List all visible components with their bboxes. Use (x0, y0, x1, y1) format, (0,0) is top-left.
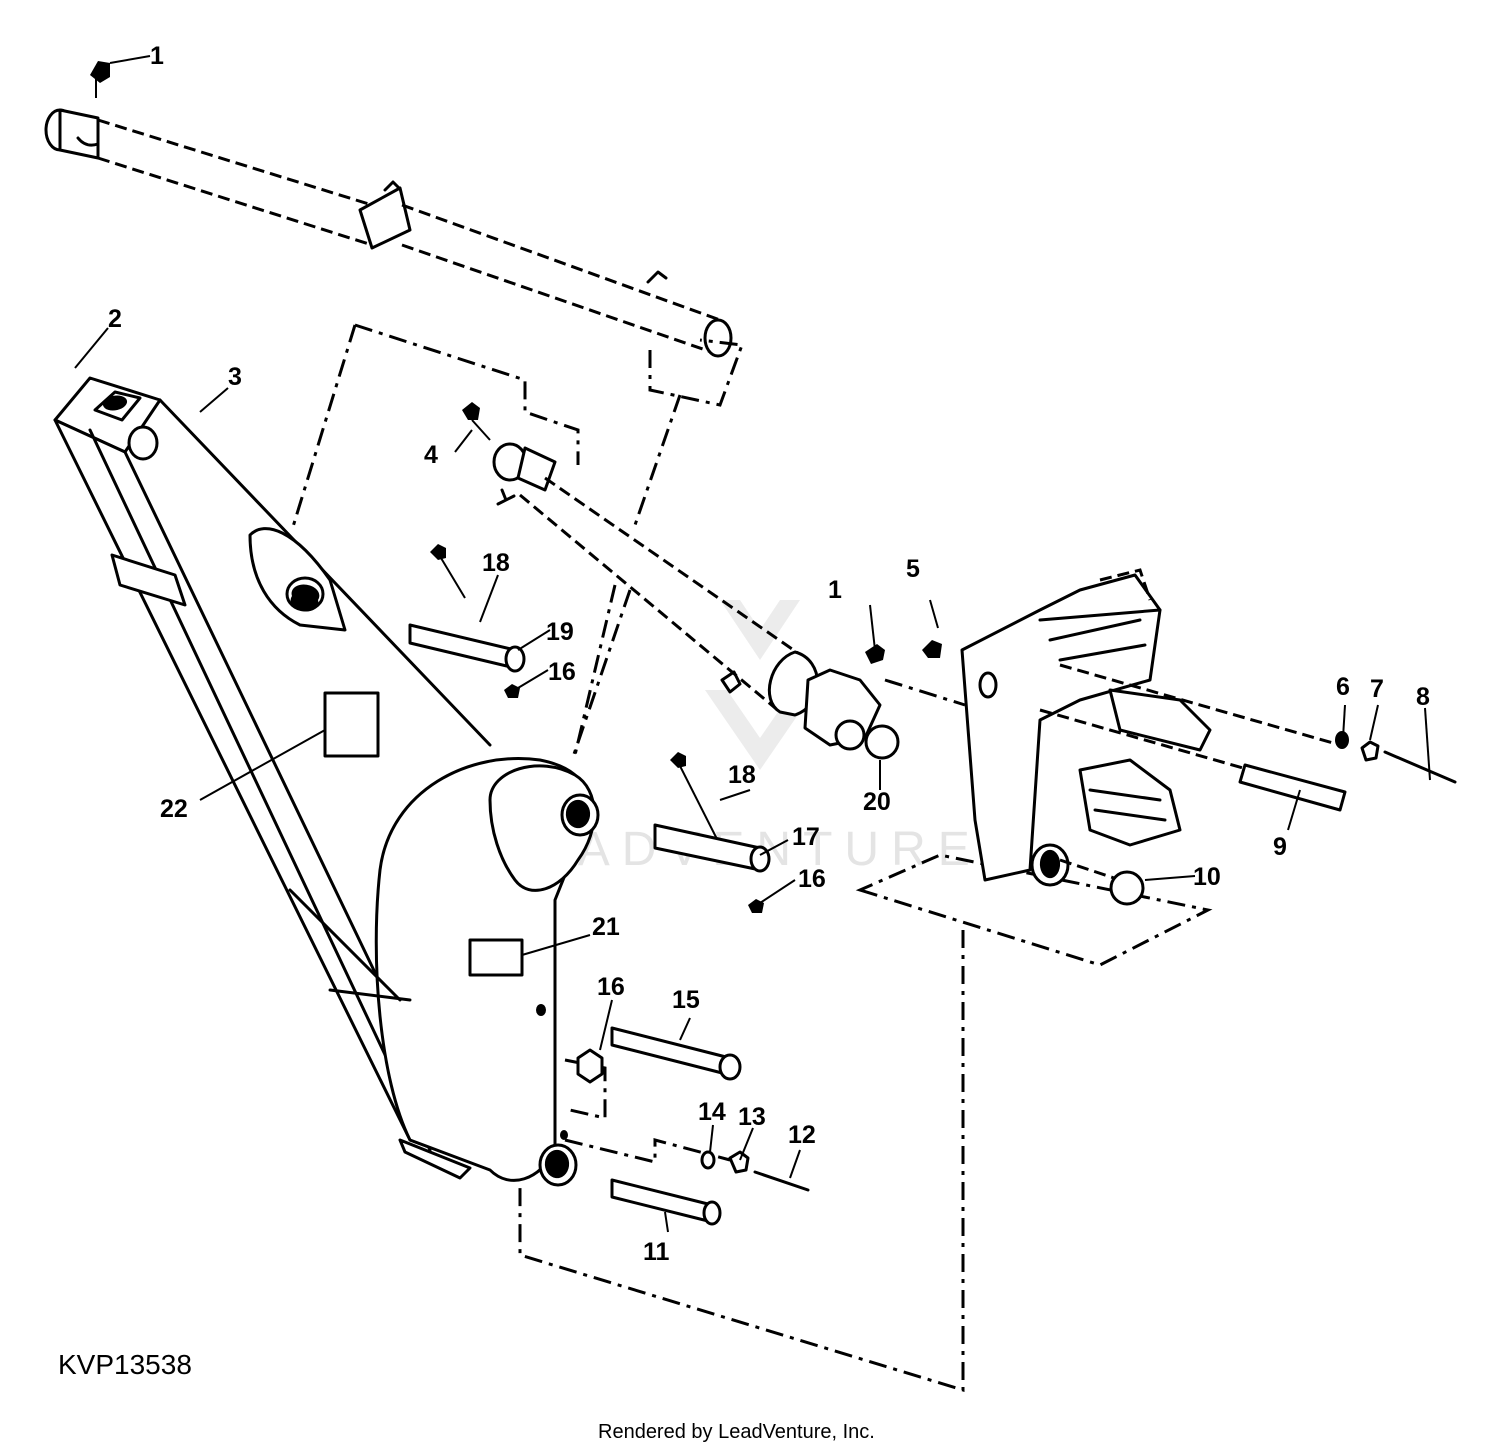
crowd-cylinder (462, 402, 900, 760)
callout-18-lower: 18 (728, 761, 756, 789)
callout-21: 21 (592, 913, 620, 941)
callout-3: 3 (228, 363, 242, 391)
callout-9: 9 (1273, 833, 1287, 861)
callout-labels: 1 1 2 3 4 5 6 7 8 9 10 11 12 13 14 15 16… (108, 42, 1430, 1266)
callout-11: 11 (643, 1238, 670, 1266)
assembly-leader-lines (290, 323, 1213, 1393)
credit-text: Rendered by LeadVenture, Inc. (598, 1421, 875, 1443)
callout-17: 17 (792, 823, 820, 851)
callout-6: 6 (1336, 673, 1350, 701)
callout-12: 12 (788, 1121, 816, 1149)
callout-20: 20 (863, 788, 891, 816)
callout-15: 15 (672, 986, 700, 1014)
callout-16-lower: 16 (597, 973, 625, 1001)
callout-13: 13 (738, 1103, 766, 1131)
boom-arm (53, 376, 600, 1187)
callout-7: 7 (1370, 675, 1384, 703)
callout-10: 10 (1193, 863, 1221, 891)
callout-14: 14 (698, 1098, 726, 1126)
callout-leaders (74, 55, 1431, 1233)
callout-16-middle: 16 (798, 865, 826, 893)
callout-19: 19 (546, 618, 574, 646)
callout-5: 5 (906, 555, 920, 583)
callout-2: 2 (108, 305, 122, 333)
callout-18-upper: 18 (482, 549, 510, 577)
boom-cylinder (44, 61, 733, 358)
figure-id: KVP13538 (58, 1349, 192, 1380)
callout-4: 4 (424, 441, 438, 469)
callout-1-mid: 1 (828, 576, 842, 604)
callout-16-upper: 16 (548, 658, 576, 686)
callout-22: 22 (160, 795, 188, 823)
callout-8: 8 (1416, 683, 1430, 711)
swing-frame (922, 568, 1457, 906)
pins-and-hardware (408, 544, 810, 1226)
callout-1-top: 1 (150, 42, 164, 70)
